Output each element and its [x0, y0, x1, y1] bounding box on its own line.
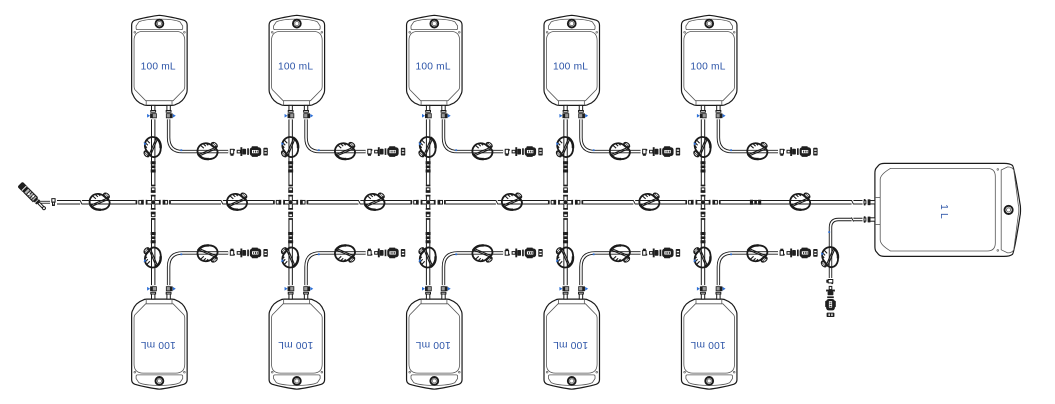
bag-label: 100 mL — [690, 62, 725, 73]
cross-connector — [685, 185, 720, 220]
spike-with-cap — [17, 181, 48, 213]
column-4-bottom — [544, 218, 680, 389]
column-1-top — [132, 15, 268, 186]
column-2-bottom — [269, 218, 405, 389]
bag-label: 100 mL — [553, 62, 588, 73]
bag-label: 1 L — [938, 204, 949, 219]
bag-label: 100 mL — [141, 62, 176, 73]
bag-port — [864, 199, 875, 205]
cross-connector — [136, 185, 171, 220]
column-5-bottom — [681, 218, 817, 389]
cross-connector — [273, 185, 308, 220]
column-3-top — [407, 15, 543, 186]
bag-label: 100 mL — [278, 62, 313, 73]
column-4-top — [544, 15, 680, 186]
tube-joint — [357, 199, 361, 206]
manifold-line — [57, 190, 863, 212]
tube-joint — [220, 199, 224, 206]
large-bag — [874, 162, 1022, 257]
tube-joint — [851, 199, 854, 206]
bag-label: 100 mL — [553, 339, 588, 350]
bag-port — [864, 216, 875, 222]
luer-connector-set — [824, 279, 837, 318]
bag-label: 100 mL — [278, 339, 313, 350]
cross-connector — [548, 185, 583, 220]
spike-port-assembly — [17, 181, 56, 213]
column-2-top — [269, 15, 405, 186]
column-3-bottom — [407, 218, 543, 389]
bag-label: 100 mL — [415, 339, 450, 350]
tube-joint — [632, 199, 636, 206]
bag-label: 100 mL — [140, 339, 175, 350]
column-1-bottom — [132, 218, 268, 389]
bag-label: 100 mL — [416, 62, 451, 73]
tube-joint — [495, 199, 499, 206]
tube-joint — [79, 199, 83, 206]
tube-joint — [851, 216, 854, 223]
breakaway-connector — [749, 199, 762, 205]
column-5-top — [681, 15, 817, 186]
cross-connector — [411, 185, 446, 220]
bag-label: 100 mL — [690, 339, 725, 350]
large-bag-lines — [820, 199, 875, 318]
